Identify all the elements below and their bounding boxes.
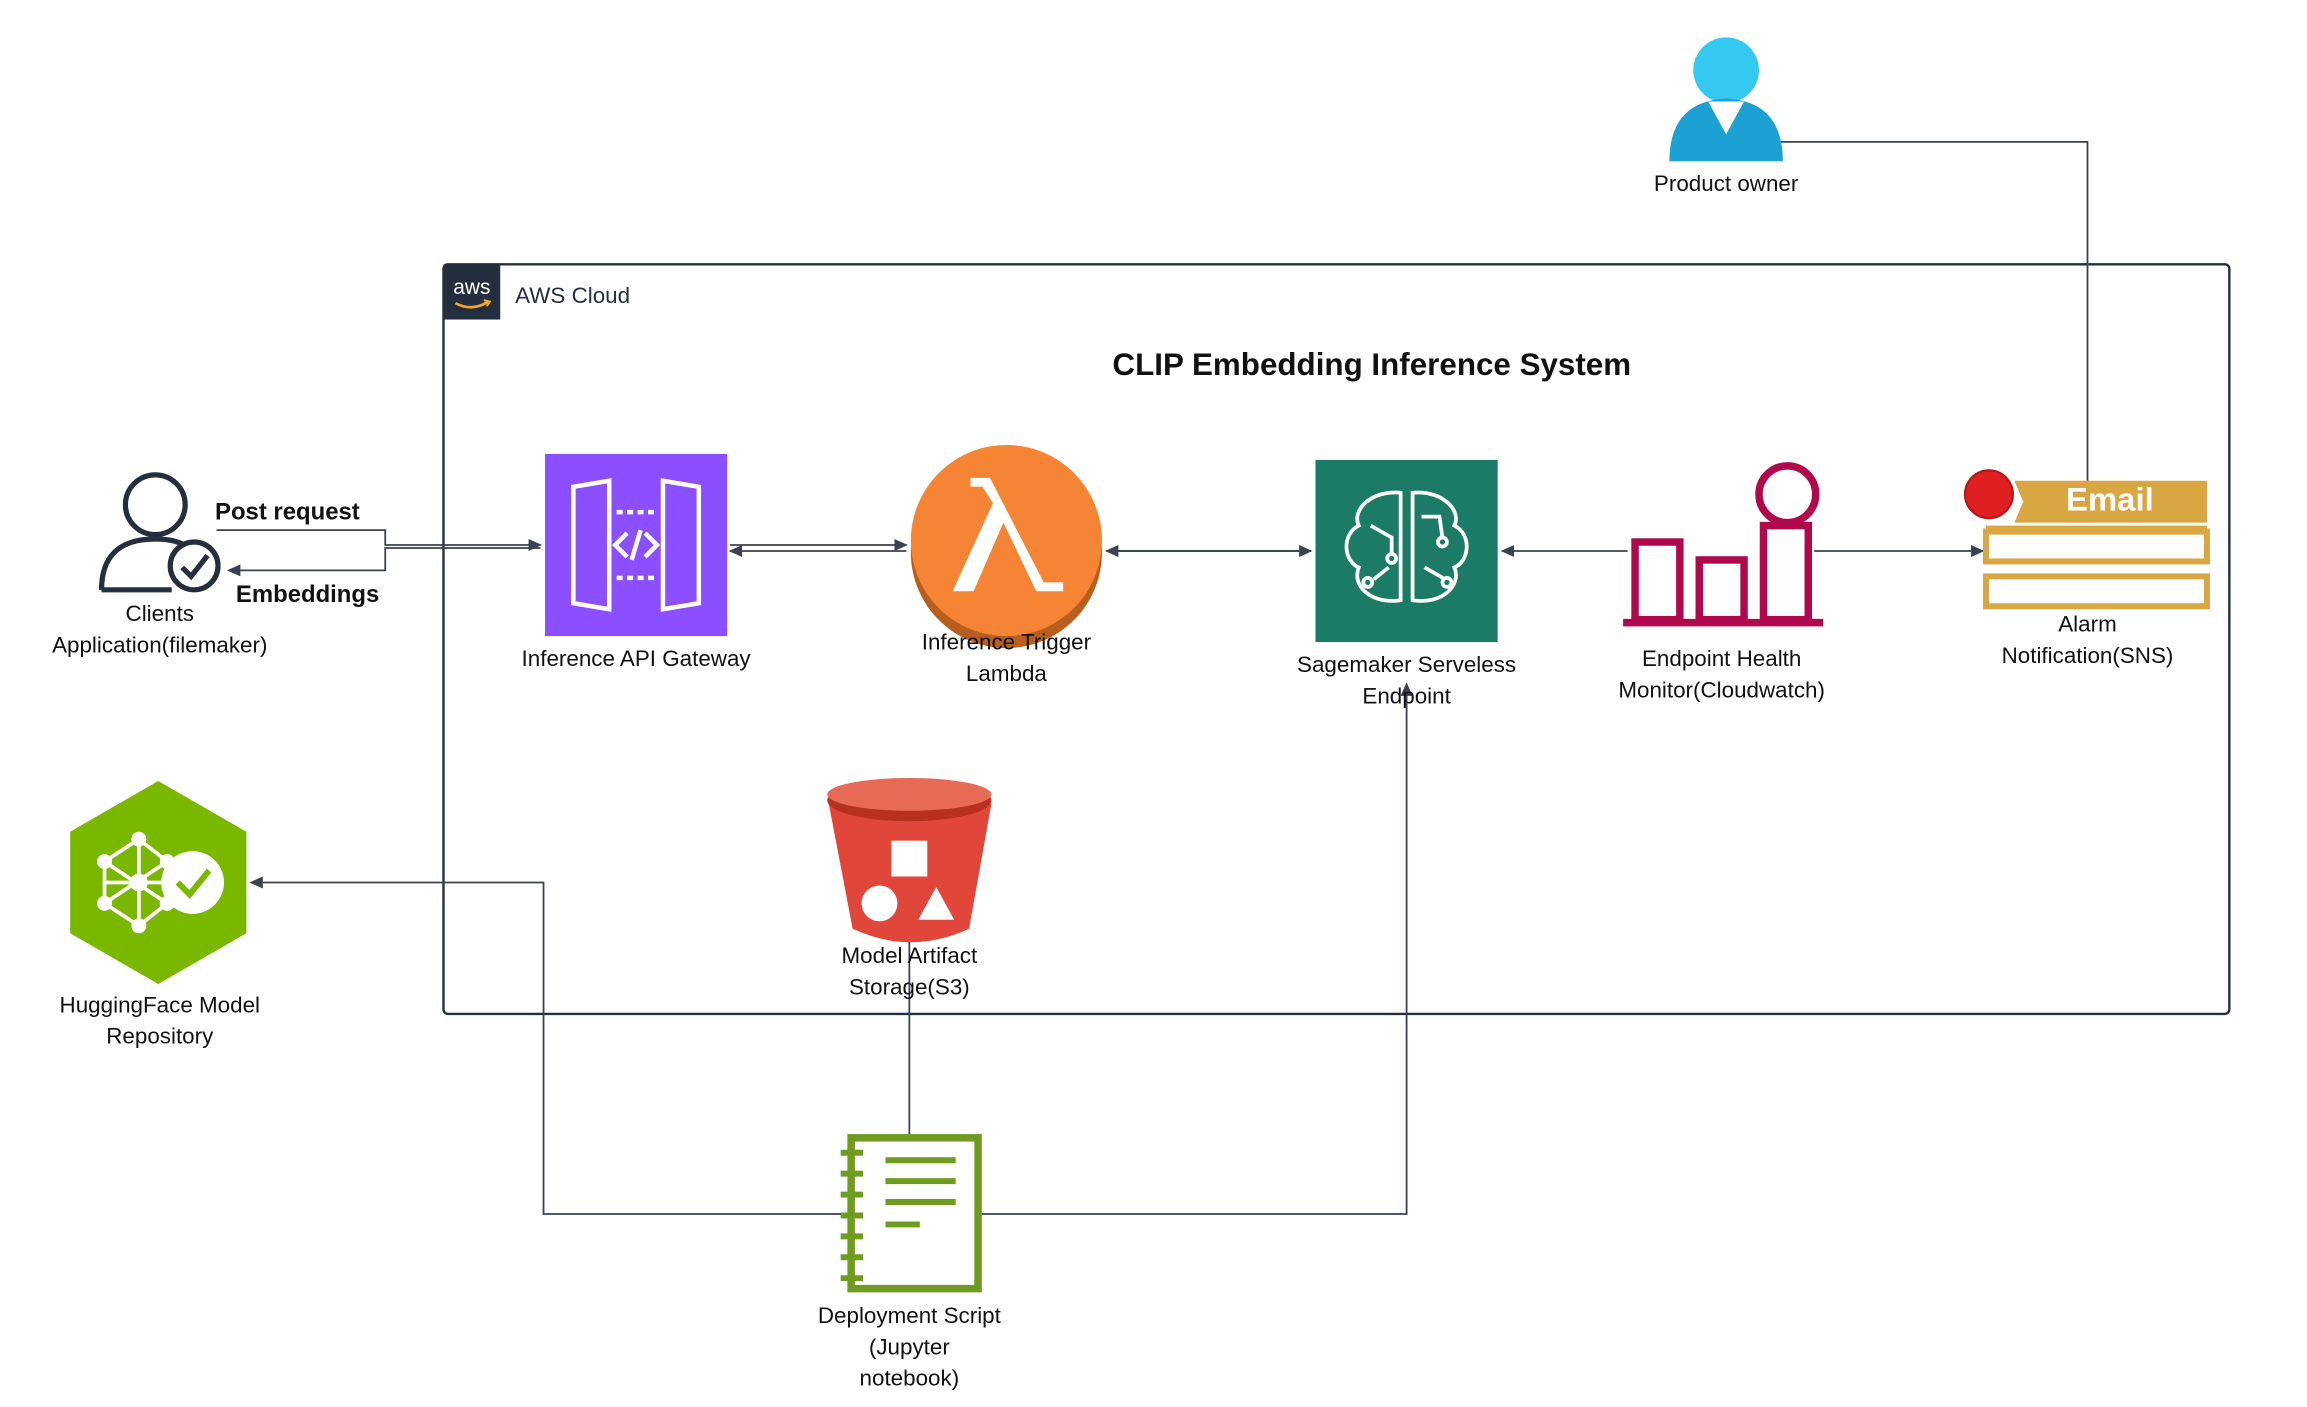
edge-sns-to-owner	[1727, 135, 2089, 481]
person-icon	[1669, 37, 1783, 162]
deploy-label-line2: (Jupyter	[868, 1334, 950, 1361]
node-deploy-label: Deployment Script (Jupyter notebook)	[760, 1301, 1059, 1395]
s3-bucket-icon	[827, 777, 992, 943]
lambda-label-line2: Lambda	[965, 661, 1047, 687]
edge-label-embeddings: Embeddings	[235, 582, 380, 608]
clients-label-line1: Clients	[125, 601, 194, 628]
connectors	[216, 135, 2089, 1215]
s3-label-line2: Storage(S3)	[848, 975, 970, 1001]
edge-deploy-to-huggingface	[249, 876, 847, 1215]
notebook-icon	[840, 1134, 982, 1293]
sagemaker-icon	[1315, 459, 1498, 643]
cloudwatch-icon	[1623, 462, 1824, 627]
node-huggingface-label: HuggingFace Model Repository	[10, 990, 309, 1053]
huggingface-model-icon	[70, 780, 247, 985]
node-clients-label: Clients Application(filemaker)	[10, 599, 309, 662]
aws-cloud-group	[442, 263, 2231, 1016]
diagram-title: CLIP Embedding Inference System	[1112, 347, 1632, 383]
node-cloudwatch-label: Endpoint Health Monitor(Cloudwatch)	[1572, 644, 1871, 707]
sagemaker-label-line1: Sagemaker Serveless	[1297, 652, 1517, 678]
sns-label-line2: Notification(SNS)	[2001, 643, 2174, 669]
node-sns-label: Alarm Notification(SNS)	[1938, 609, 2237, 672]
deploy-label-line3: notebook)	[859, 1366, 960, 1392]
deploy-label-line1: Deployment Script	[817, 1303, 1001, 1329]
edge-label-post-request: Post request	[215, 500, 360, 526]
user-check-icon	[98, 472, 221, 593]
lambda-label-line1: Inference Trigger	[921, 630, 1092, 656]
email-badge-text: Email	[2066, 481, 2154, 518]
huggingface-label-line1: HuggingFace Model	[59, 992, 261, 1019]
aws-cloud-label: AWS Cloud	[515, 283, 631, 310]
sns-label-line1: Alarm	[2058, 612, 2117, 638]
clients-label-line2: Application(filemaker)	[52, 633, 268, 659]
node-sagemaker-label: Sagemaker Serveless Endpoint	[1257, 650, 1556, 713]
product-owner-label-line1: Product owner	[1653, 171, 1799, 198]
edge-post-request	[216, 529, 543, 551]
cloudwatch-label-line1: Endpoint Health	[1641, 646, 1802, 672]
aws-logo-icon: aws	[443, 264, 501, 320]
node-s3-label: Model Artifact Storage(S3)	[760, 941, 1059, 1004]
node-lambda-label: Inference Trigger Lambda	[857, 627, 1156, 690]
edge-embeddings	[226, 547, 541, 577]
node-api-gateway-label: Inference API Gateway	[487, 644, 786, 675]
edge-deploy-to-sagemaker	[979, 682, 1413, 1215]
sagemaker-label-line2: Endpoint	[1362, 683, 1451, 710]
huggingface-label-line2: Repository	[106, 1024, 214, 1050]
s3-label-line1: Model Artifact	[841, 943, 978, 970]
lambda-icon	[910, 444, 1102, 649]
cloudwatch-label-line2: Monitor(Cloudwatch)	[1618, 677, 1825, 704]
api-gateway-icon	[545, 453, 728, 637]
email-notification-icon: Email	[1963, 469, 2210, 610]
aws-badge-text: aws	[453, 276, 490, 299]
node-product-owner-label: Product owner	[1577, 169, 1876, 200]
api-gateway-label-line1: Inference API Gateway	[521, 646, 751, 672]
